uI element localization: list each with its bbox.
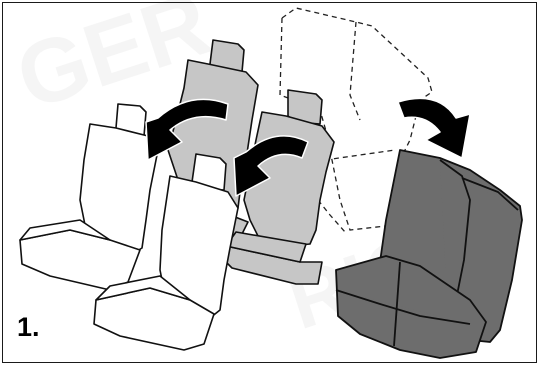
rotate-arrow-1 [145, 98, 229, 161]
rotate-arrow-2 [233, 135, 309, 197]
bench-seat-dark [335, 149, 523, 359]
removed-bench-outline [279, 7, 433, 233]
removed-seat-white-rear [19, 103, 159, 291]
step-number-label: 1. [17, 312, 40, 342]
rotate-arrow-3 [397, 97, 471, 159]
removed-seat-white-front [93, 153, 239, 351]
